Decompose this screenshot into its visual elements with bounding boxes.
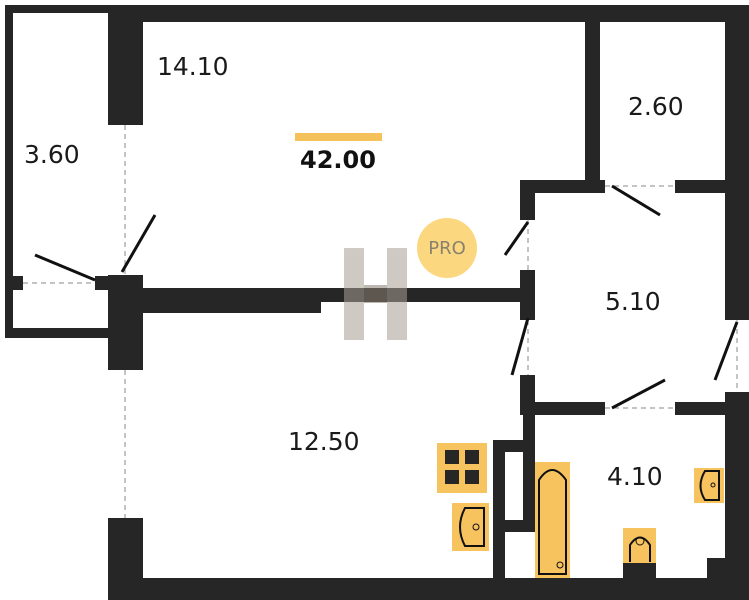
doors — [34, 184, 739, 410]
bathtub-icon — [535, 462, 570, 578]
room-area-kitchen: 12.50 — [288, 427, 360, 456]
room-area-bathroom: 4.10 — [607, 462, 663, 491]
pro-badge: PRO — [417, 218, 477, 278]
room-area-balcony: 3.60 — [24, 140, 80, 169]
fixtures — [437, 443, 724, 578]
openings — [23, 125, 738, 518]
total-area-accent-bar — [295, 133, 382, 141]
walls — [5, 5, 749, 600]
kitchen-sink-icon — [452, 503, 489, 551]
stove-icon — [437, 443, 487, 493]
total-area: 42.00 — [300, 146, 376, 174]
room-area-storage: 2.60 — [628, 92, 684, 121]
room-area-living: 14.10 — [157, 52, 229, 81]
logo-watermark — [344, 248, 407, 340]
room-area-hallway: 5.10 — [605, 287, 661, 316]
